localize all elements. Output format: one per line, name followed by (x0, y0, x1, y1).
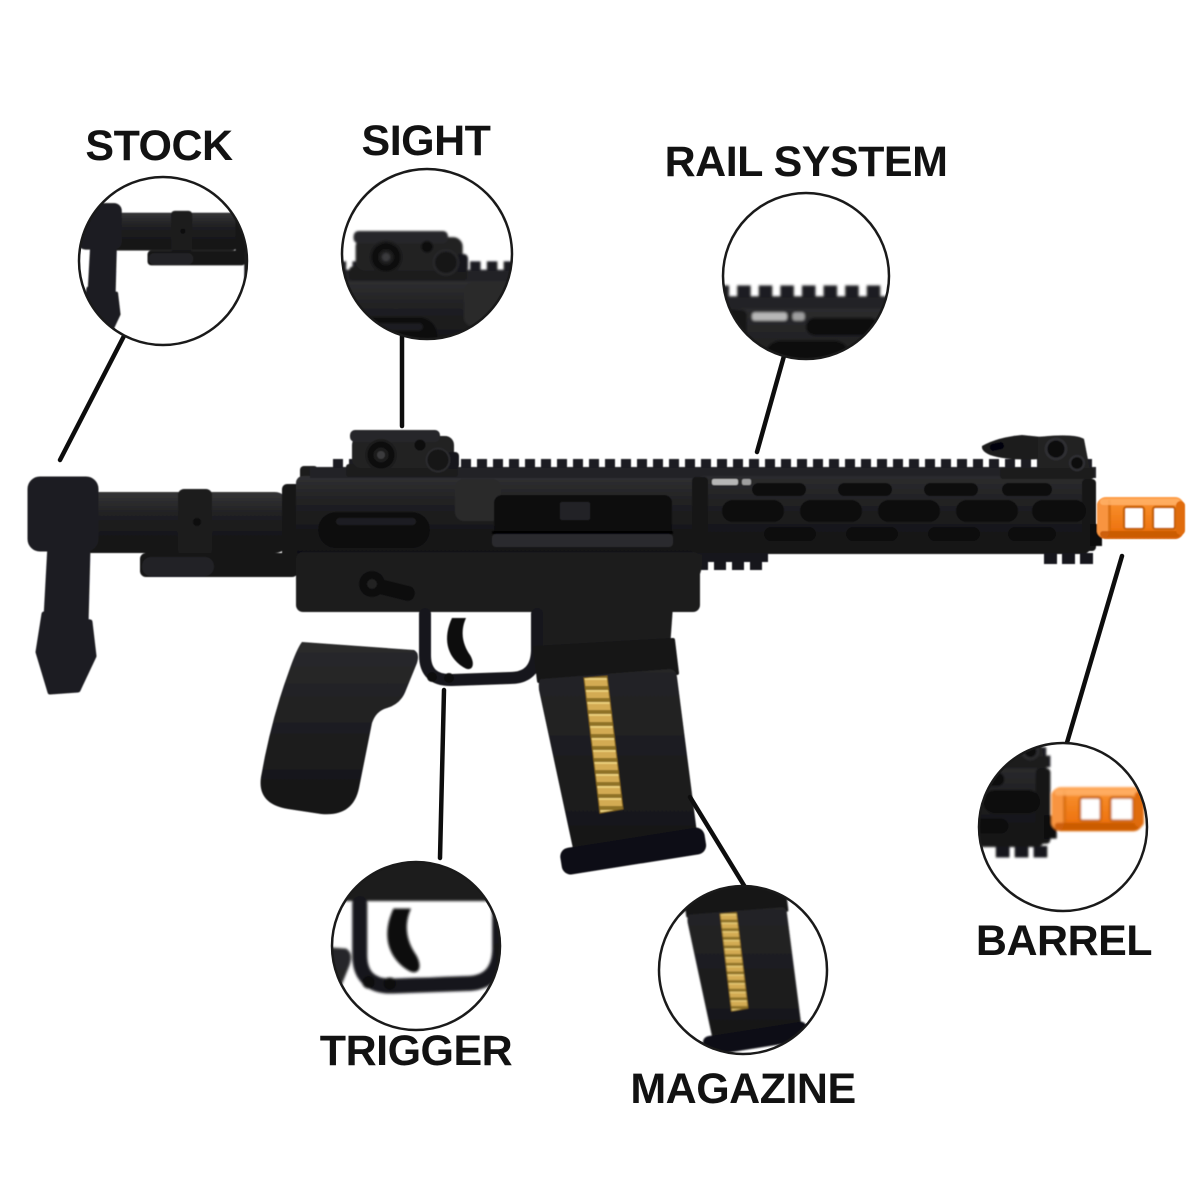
magazine-inset (657, 884, 829, 1056)
label-rail-system: RAIL SYSTEM (664, 138, 948, 186)
sight-inset (340, 167, 514, 341)
trigger-inset-ring (330, 860, 502, 1032)
label-sight: SIGHT (361, 117, 491, 165)
stock-inset-ring (77, 175, 249, 347)
magazine-callout-line (687, 794, 748, 890)
label-trigger: TRIGGER (319, 1027, 513, 1075)
stock-inset (77, 175, 249, 347)
barrel-inset (977, 741, 1149, 913)
stock-callout-line (57, 333, 127, 463)
magazine-inset-ring (657, 884, 829, 1056)
barrel-callout-line (1063, 553, 1125, 749)
trigger-inset (330, 860, 502, 1032)
label-magazine: MAGAZINE (630, 1065, 856, 1113)
label-barrel: BARREL (975, 917, 1153, 965)
sight-inset-ring (340, 167, 514, 341)
rail-system-callout-line (754, 353, 787, 455)
rail-system-inset-ring (721, 191, 891, 361)
label-stock: STOCK (85, 122, 233, 170)
rail-system-inset (721, 191, 891, 361)
trigger-callout-line (437, 687, 447, 861)
barrel-inset-ring (977, 741, 1149, 913)
